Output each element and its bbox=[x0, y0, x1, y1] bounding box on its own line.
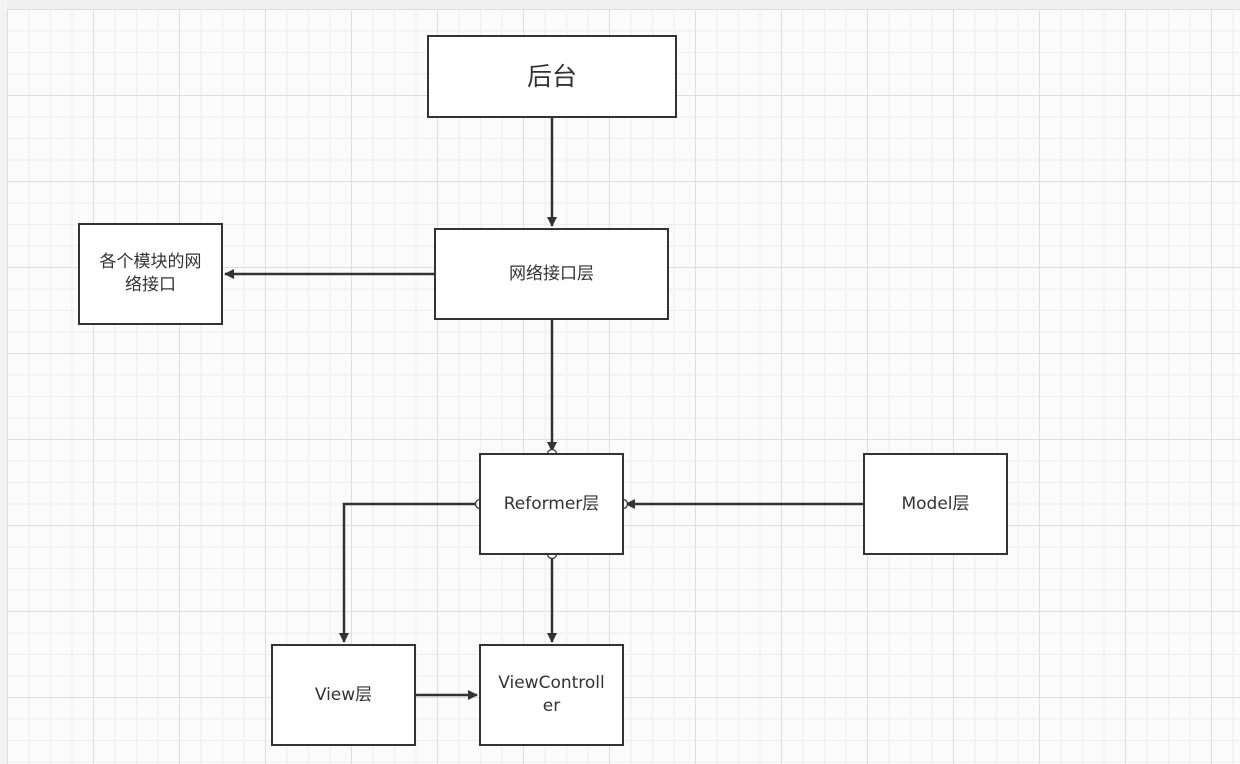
node-network-interface-layer-label: 网络接口层 bbox=[509, 263, 594, 284]
node-module-interfaces-label: 各个模块的网络接口 bbox=[99, 252, 202, 295]
node-view-layer-label: View层 bbox=[314, 684, 373, 705]
canvas-top-edge bbox=[0, 0, 1240, 9]
node-reformer-layer[interactable]: Reformer层 bbox=[479, 453, 624, 555]
node-houtai[interactable]: 后台 bbox=[427, 35, 677, 118]
node-network-interface-layer[interactable]: 网络接口层 bbox=[434, 228, 669, 320]
node-reformer-layer-label: Reformer层 bbox=[503, 493, 600, 514]
node-viewcontroller[interactable]: ViewController bbox=[479, 644, 624, 746]
node-model-layer[interactable]: Model层 bbox=[863, 453, 1008, 555]
edge-reformer-to-view bbox=[339, 502, 479, 643]
node-viewcontroller-label: ViewController bbox=[498, 673, 605, 716]
canvas-left-edge bbox=[0, 0, 7, 764]
node-module-interfaces[interactable]: 各个模块的网络接口 bbox=[78, 223, 223, 325]
node-model-layer-label: Model层 bbox=[901, 493, 970, 514]
node-view-layer[interactable]: View层 bbox=[271, 644, 416, 746]
node-houtai-label: 后台 bbox=[526, 61, 577, 91]
